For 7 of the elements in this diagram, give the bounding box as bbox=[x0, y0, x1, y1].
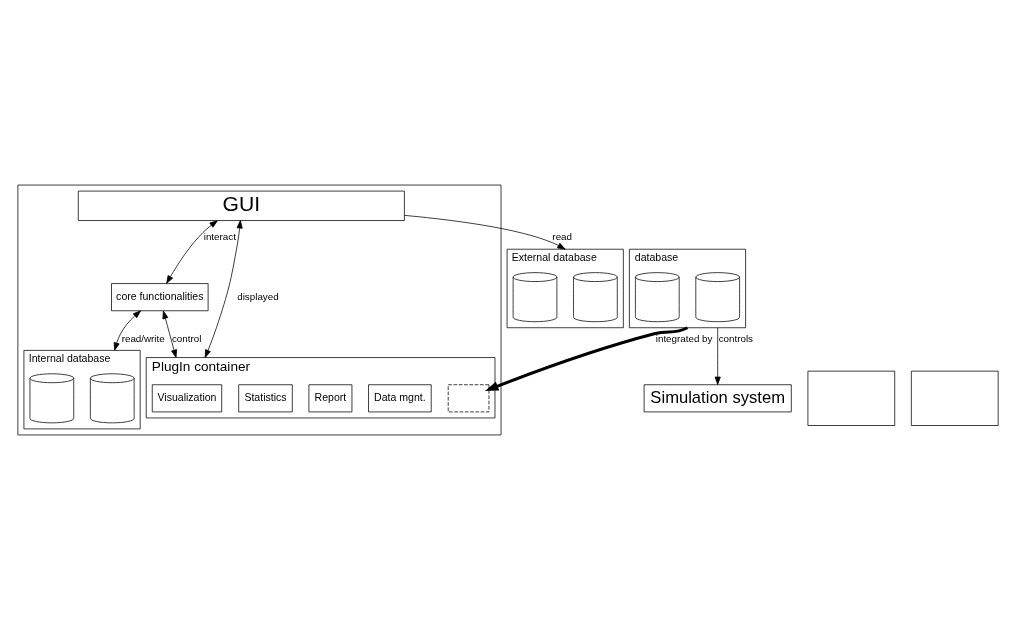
edge-label: control bbox=[171, 332, 202, 344]
edge-label: integrated by bbox=[655, 332, 713, 344]
edge-label: controls bbox=[718, 332, 753, 344]
edge-label: read bbox=[552, 231, 572, 243]
edge-label: interact bbox=[203, 231, 236, 243]
edge-label: displayed bbox=[237, 290, 279, 302]
edge-label: read/write bbox=[121, 332, 165, 344]
